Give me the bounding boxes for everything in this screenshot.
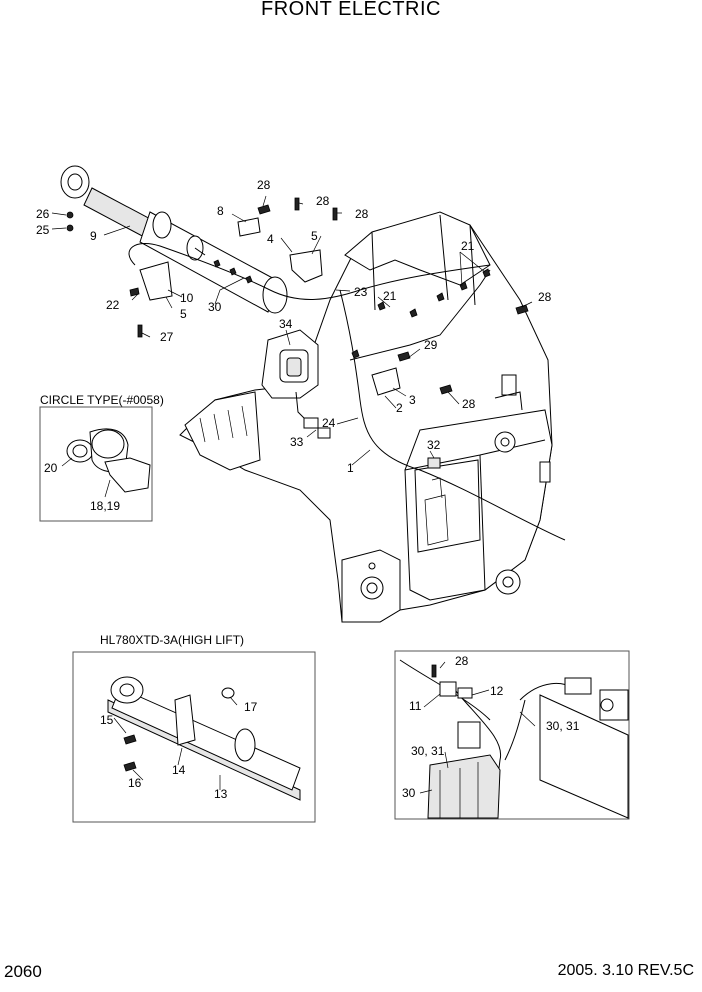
callout-30-31: 30, 31: [546, 719, 580, 733]
callout-10: 10: [180, 291, 194, 305]
callout-18-19: 18,19: [90, 499, 120, 513]
callout-28: 28: [538, 290, 552, 304]
callout-28: 28: [257, 178, 271, 192]
callout-20: 20: [44, 461, 58, 475]
callout-16: 16: [128, 776, 142, 790]
callout-1: 1: [347, 461, 354, 475]
callout-labels: 28 28 28 28 28 26 25 9 8 4 5 5 21 21 23 …: [36, 178, 580, 801]
callout-14: 14: [172, 763, 186, 777]
callout-34: 34: [279, 317, 293, 331]
callout-17: 17: [244, 700, 258, 714]
main-frame: [51, 165, 566, 623]
callout-27: 27: [160, 330, 174, 344]
callout-26: 26: [36, 207, 50, 221]
callout-5: 5: [180, 307, 187, 321]
callout-13: 13: [214, 787, 228, 801]
valve-detail-inset: [394, 650, 630, 820]
callout-29: 29: [424, 338, 438, 352]
callout-11: 11: [409, 699, 422, 713]
callout-15: 15: [100, 713, 114, 727]
circle-type-inset: [39, 406, 153, 522]
callout-30: 30: [402, 786, 416, 800]
callout-30: 30: [208, 300, 222, 314]
callout-22: 22: [106, 298, 120, 312]
callout-9: 9: [90, 229, 97, 243]
callout-5: 5: [311, 229, 318, 243]
callout-28: 28: [316, 194, 330, 208]
callout-28: 28: [462, 397, 476, 411]
callout-3: 3: [409, 393, 416, 407]
high-lift-label: HL780XTD-3A(HIGH LIFT): [100, 633, 245, 647]
callout-2: 2: [396, 401, 403, 415]
callout-8: 8: [217, 204, 224, 218]
callout-33: 33: [290, 435, 304, 449]
callout-12: 12: [490, 684, 504, 698]
callout-28: 28: [355, 207, 369, 221]
callout-28: 28: [455, 654, 469, 668]
page-number: 2060: [4, 962, 42, 981]
page-title: FRONT ELECTRIC: [261, 0, 441, 20]
high-lift-inset: [72, 651, 316, 823]
callout-21: 21: [461, 239, 475, 253]
callout-30-31: 30, 31: [411, 744, 445, 758]
callout-4: 4: [267, 232, 274, 246]
callout-32: 32: [427, 438, 441, 452]
circle-type-label: CIRCLE TYPE(-#0058): [40, 393, 164, 407]
callout-25: 25: [36, 223, 50, 237]
callout-21: 21: [383, 289, 397, 303]
callout-24: 24: [322, 416, 336, 430]
revision-footer: 2005. 3.10 REV.5C: [557, 962, 694, 979]
callout-23: 23: [354, 285, 368, 299]
